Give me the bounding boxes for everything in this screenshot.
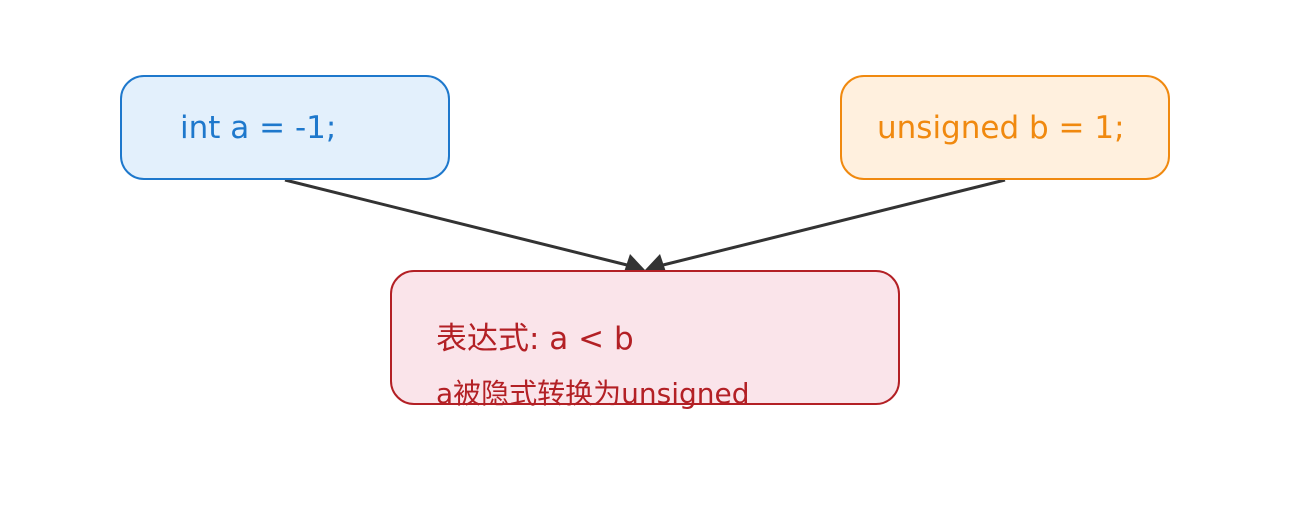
node-unsigned-b-label: unsigned b = 1;: [877, 110, 1125, 146]
edge-int-a-to-expr: [284, 178, 632, 268]
node-unsigned-b[interactable]: unsigned b = 1;: [840, 75, 1170, 180]
node-int-a-label: int a = -1;: [180, 110, 337, 146]
arrowhead-unsigned-b-to-expr: [645, 254, 666, 272]
arrowhead-int-a-to-expr: [624, 254, 645, 272]
node-int-a[interactable]: int a = -1;: [120, 75, 450, 180]
edge-unsigned-b-to-expr: [658, 178, 1006, 268]
node-expression-note: a被隐式转换为unsigned: [436, 377, 750, 410]
node-expression-title: 表达式: a < b: [436, 321, 634, 357]
node-expression[interactable]: 表达式: a < b a被隐式转换为unsigned: [390, 270, 900, 410]
